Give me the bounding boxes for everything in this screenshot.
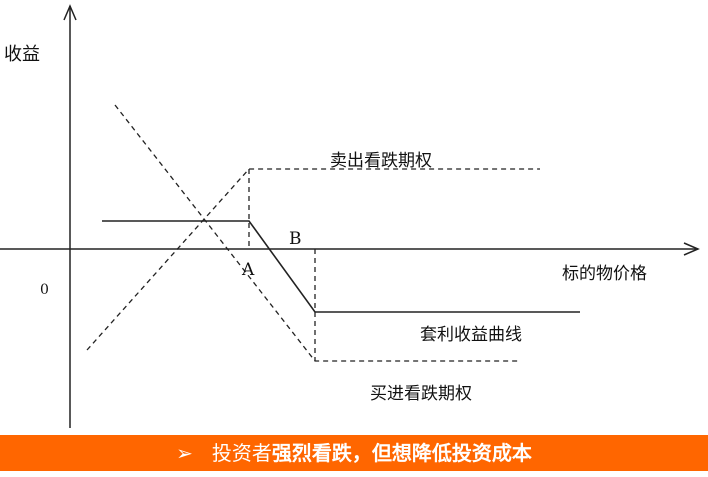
y-axis-arrow (63, 4, 77, 21)
x-axis-arrow (683, 242, 700, 256)
x-axis-label: 标的物价格 (562, 264, 647, 284)
banner-prefix: 投资者 (211, 441, 272, 465)
y-axis-label: 收益 (4, 44, 40, 65)
origin-label: 0 (40, 282, 49, 298)
point-a-label: A (242, 260, 255, 280)
summary-banner: ➢ 投资者强烈看跌，但想降低投资成本 (0, 435, 708, 471)
arbitrage-label: 套利收益曲线 (420, 325, 522, 345)
arbitrage-payoff-line (102, 220, 580, 313)
short-put-label: 卖出看跌期权 (330, 151, 432, 171)
bullet-arrow-icon: ➢ (176, 441, 193, 465)
point-b-label: B (289, 229, 302, 249)
long-put-label: 买进看跌期权 (370, 384, 472, 404)
banner-emphasis: 强烈看跌，但想降低投资成本 (271, 441, 532, 465)
short-put-line (86, 168, 540, 351)
